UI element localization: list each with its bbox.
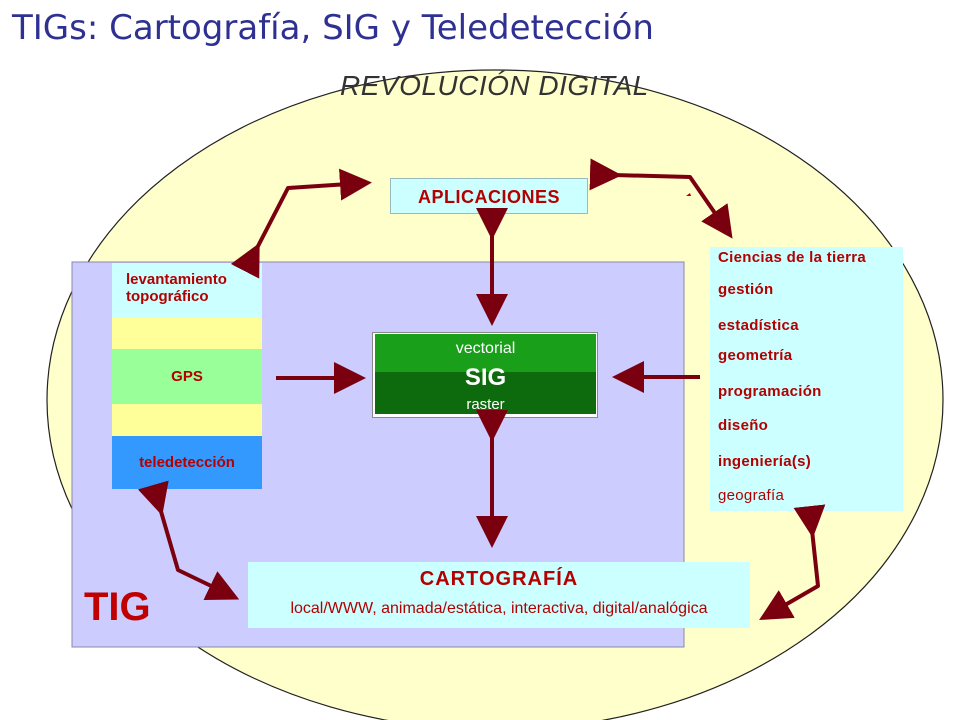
discipline-item: estadística: [718, 317, 799, 334]
gps-band: GPS: [112, 349, 262, 404]
spacer-band: [112, 404, 262, 436]
arrow-disciplines-cartografia: [759, 504, 826, 620]
teledeteccion-band: teledetección: [112, 436, 262, 489]
arrow-sources-cartografia: [137, 480, 240, 601]
spacer-band: [112, 318, 262, 349]
discipline-item: programación: [718, 383, 822, 400]
cartografia-title: CARTOGRAFÍA: [419, 568, 579, 590]
small-mark: [686, 193, 691, 196]
discipline-item: geografía: [718, 487, 785, 504]
discipline-item: ingeniería(s): [718, 453, 812, 470]
sig-label: SIG: [464, 364, 507, 391]
revolution-label: REVOLUCIÓN DIGITAL: [340, 70, 649, 101]
sig-vectorial: vectorial: [375, 334, 596, 372]
discipline-item: gestión: [718, 281, 774, 298]
cartografia-subtitle: local/WWW, animada/estática, interactiva…: [290, 600, 708, 617]
cartografia-box: [248, 562, 750, 628]
sig-raster-label: raster: [466, 396, 505, 413]
discipline-item: geometría: [718, 347, 793, 364]
arrow-sources-aplicaciones: [230, 168, 372, 279]
sig-raster-band: [375, 372, 596, 414]
discipline-item: Ciencias de la tierra: [718, 249, 867, 266]
disciplines-column: Ciencias de la tierra gestión estadístic…: [710, 247, 903, 511]
page-title: TIGs: Cartografía, SIG y Teledetección: [12, 8, 654, 48]
discipline-item: diseño: [718, 417, 769, 434]
arrow-aplicaciones-disciplines: [589, 158, 733, 239]
aplicaciones-box: APLICACIONES: [390, 178, 588, 214]
